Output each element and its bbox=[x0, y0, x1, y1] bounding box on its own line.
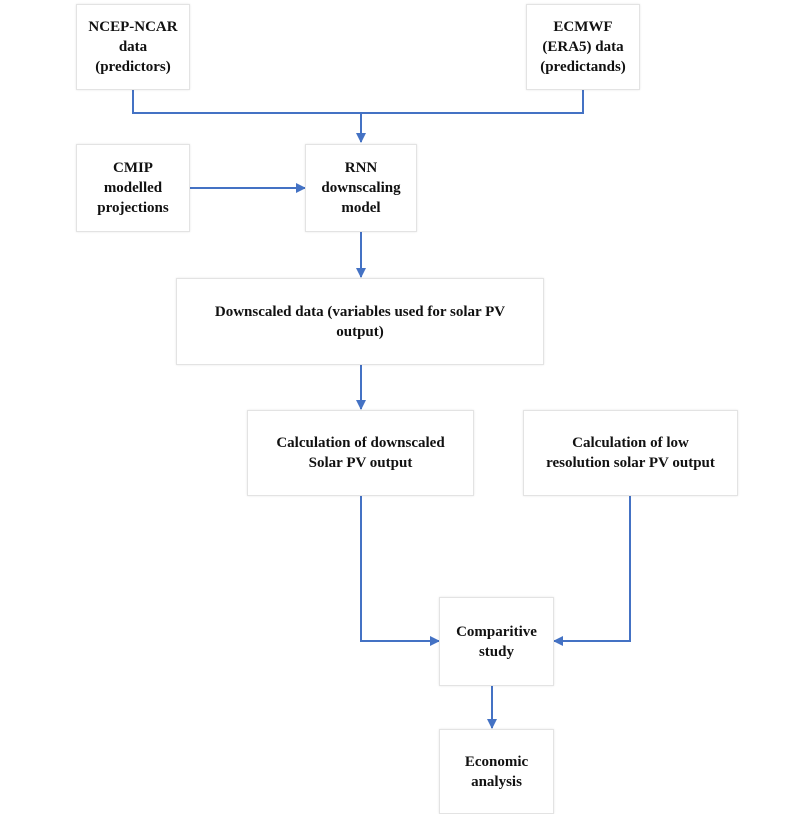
ncep-ncar-data-label: NCEP-NCAR data (predictors) bbox=[88, 19, 178, 75]
comparative-study-label: Comparitive study bbox=[456, 623, 537, 660]
calc-downscaled-pv-label: Calculation of downscaled Solar PV outpu… bbox=[276, 435, 445, 471]
calc-lowres-pv-label: Calculation of low resolution solar PV o… bbox=[546, 435, 715, 471]
connector-calc-downscaled-to-comparative bbox=[360, 496, 440, 646]
comparative-study-box: Comparitive study bbox=[439, 597, 554, 686]
rnn-downscaling-model-label: RNN downscaling model bbox=[321, 160, 401, 216]
connector-ncep-to-rnn bbox=[132, 90, 366, 143]
connector-calc-lowres-to-comparative bbox=[553, 496, 631, 646]
cmip-projections-box: CMIP modelled projections bbox=[76, 144, 190, 232]
rnn-downscaling-model-box: RNN downscaling model bbox=[305, 144, 417, 232]
calc-downscaled-pv-box: Calculation of downscaled Solar PV outpu… bbox=[247, 410, 474, 496]
economic-analysis-label: Economic analysis bbox=[464, 753, 529, 790]
calc-lowres-pv-box: Calculation of low resolution solar PV o… bbox=[523, 410, 738, 496]
economic-analysis-box: Economic analysis bbox=[439, 729, 554, 814]
ncep-ncar-data-box: NCEP-NCAR data (predictors) bbox=[76, 4, 190, 90]
ecmwf-era5-data-box: ECMWF (ERA5) data (predictands) bbox=[526, 4, 640, 90]
cmip-projections-label: CMIP modelled projections bbox=[97, 160, 169, 216]
connector-ecmwf-to-rnn bbox=[361, 90, 584, 114]
downscaled-data-label: Downscaled data (variables used for sola… bbox=[214, 303, 506, 340]
downscaled-data-box: Downscaled data (variables used for sola… bbox=[176, 278, 544, 365]
ecmwf-era5-data-label: ECMWF (ERA5) data (predictands) bbox=[540, 19, 626, 75]
